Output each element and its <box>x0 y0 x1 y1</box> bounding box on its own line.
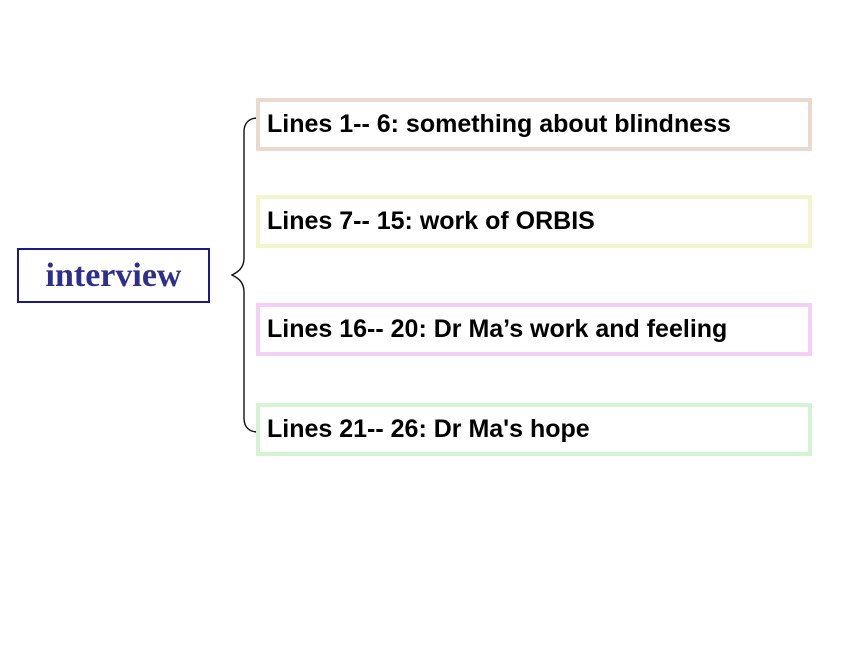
root-label: interview <box>45 256 182 294</box>
branch-label-1: Lines 1-- 6: something about blindness <box>267 110 731 138</box>
root-node: interview <box>17 248 210 303</box>
branch-label-2: Lines 7-- 15: work of ORBIS <box>267 207 595 235</box>
branch-box-4: Lines 21-- 26: Dr Ma's hope <box>256 403 812 456</box>
branch-box-1: Lines 1-- 6: something about blindness <box>256 98 812 151</box>
branch-label-3: Lines 16-- 20: Dr Ma’s work and feeling <box>267 315 728 343</box>
curly-brace-connector <box>230 117 259 433</box>
branch-box-2: Lines 7-- 15: work of ORBIS <box>256 195 812 248</box>
branch-label-4: Lines 21-- 26: Dr Ma's hope <box>267 415 590 443</box>
branch-box-3: Lines 16-- 20: Dr Ma’s work and feeling <box>256 303 812 356</box>
